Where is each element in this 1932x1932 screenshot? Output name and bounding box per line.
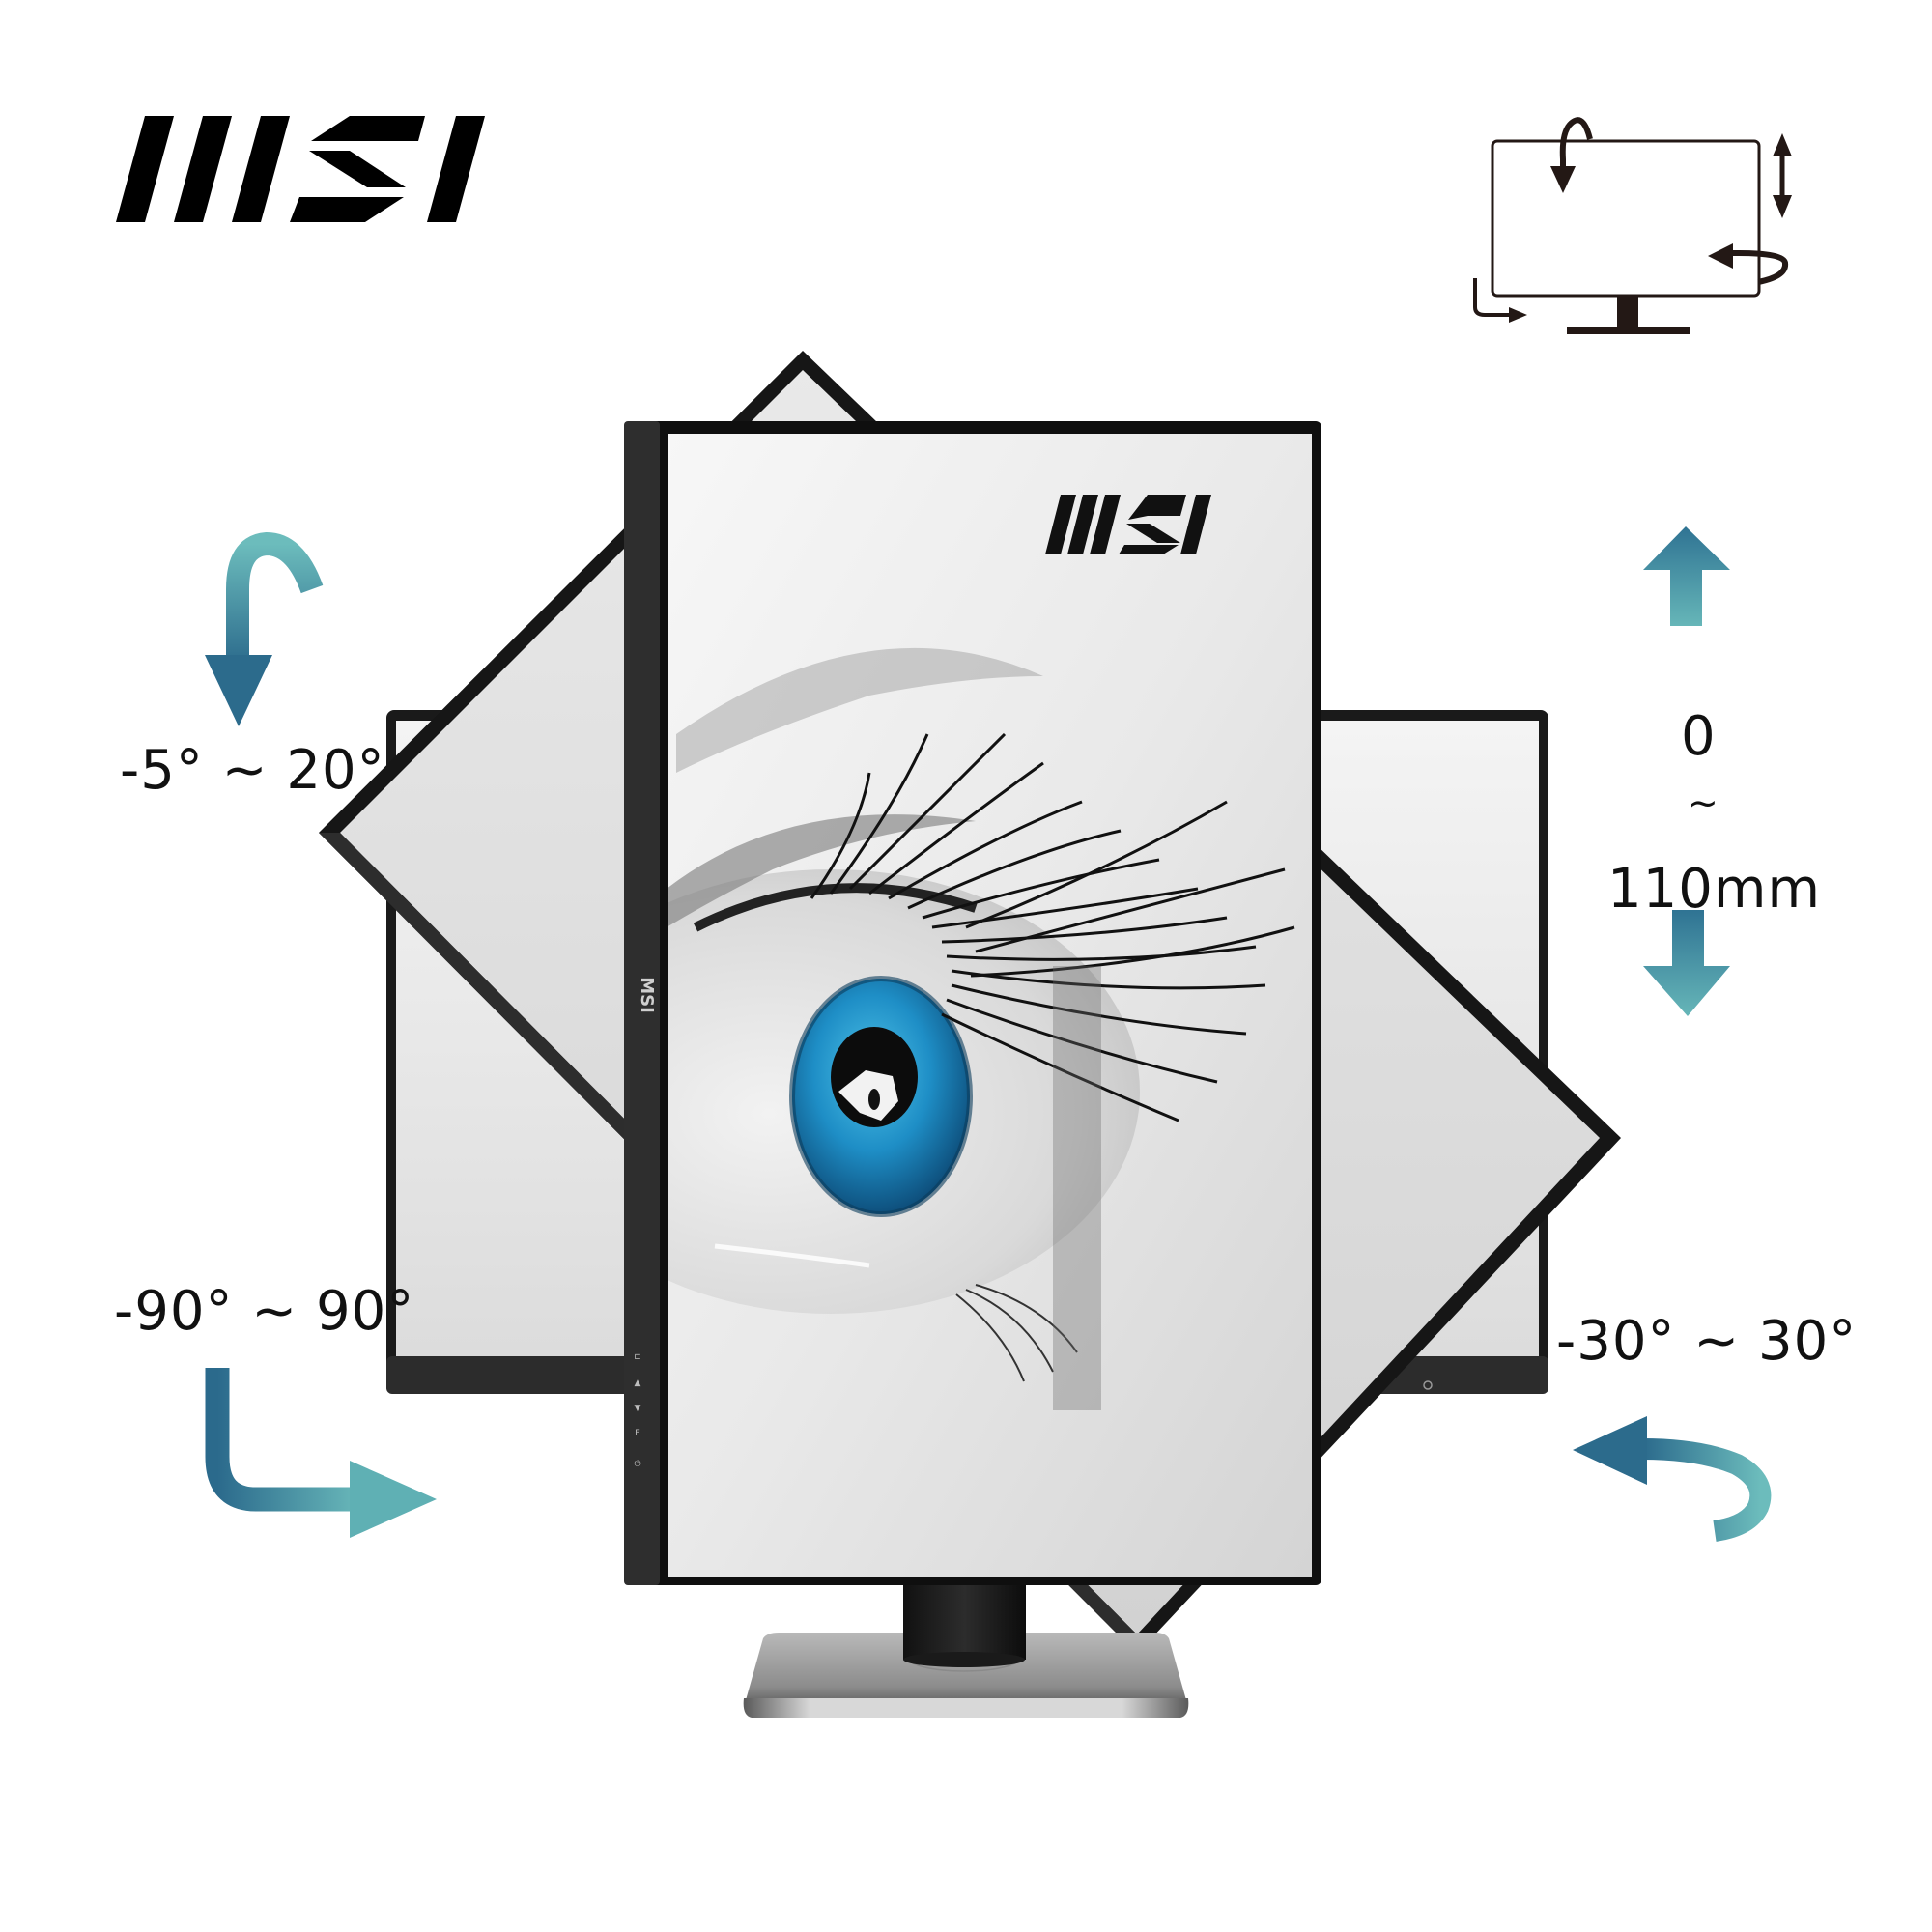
- monitor-stand: [743, 1584, 1189, 1718]
- bezel-msi-logo: MSI: [637, 977, 657, 1013]
- monitor-adjustment-icon: [1473, 117, 1792, 334]
- pivot-range-label: -90° ~ 90°: [114, 1280, 415, 1343]
- tilt-arrow-icon: [205, 531, 324, 726]
- down-button[interactable]: ▼: [635, 1404, 641, 1413]
- portrait-monitor: MSI ⊏ ▲ ▼ E ⏻: [624, 421, 1321, 1718]
- height-max-label: 110mm: [1607, 858, 1821, 921]
- swivel-range-label: -30° ~ 30°: [1556, 1310, 1858, 1373]
- up-button[interactable]: ▲: [635, 1378, 641, 1388]
- arrow-down-icon: [1643, 910, 1730, 1016]
- eye-artwork: [668, 434, 1312, 1577]
- height-min-label: 0: [1681, 705, 1717, 768]
- input-button[interactable]: ⊏: [634, 1352, 641, 1362]
- brand-logo: [116, 116, 485, 222]
- swivel-arrow-icon: [1573, 1416, 1772, 1542]
- power-button-icon: [1423, 1380, 1433, 1390]
- tilt-range-label: -5° ~ 20°: [120, 739, 385, 802]
- bezel-buttons[interactable]: ⊏ ▲ ▼ E ⏻: [634, 1352, 641, 1469]
- eyelashes: [810, 732, 1295, 1122]
- screen-msi-logo: [1045, 495, 1211, 554]
- menu-button[interactable]: E: [635, 1429, 640, 1438]
- arrow-up-icon: [1643, 526, 1730, 626]
- pivot-arrow-icon: [205, 1368, 437, 1538]
- power-button[interactable]: ⏻: [634, 1459, 640, 1469]
- height-range-separator: ~: [1688, 781, 1719, 824]
- svg-text:MSI: MSI: [637, 977, 657, 1013]
